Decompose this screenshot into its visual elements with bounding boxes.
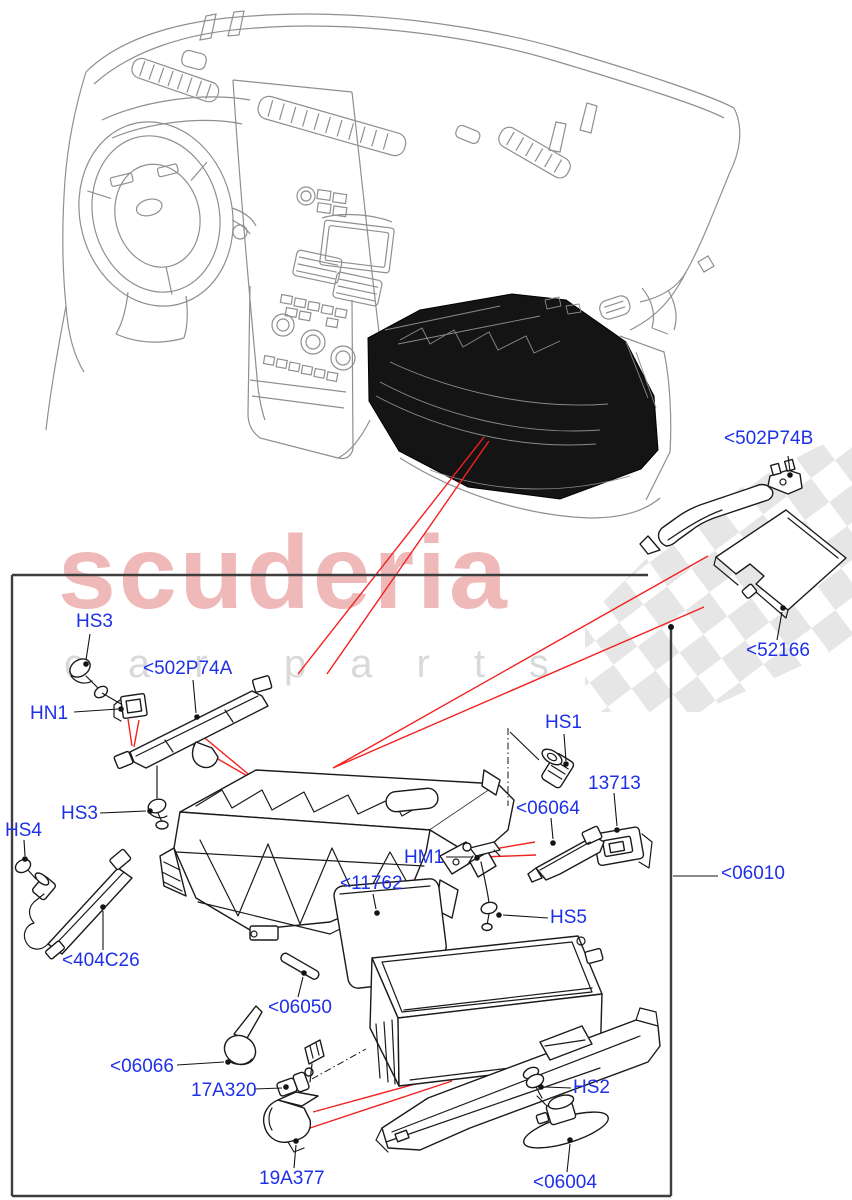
part-label-502p74a[interactable]: <502P74A	[143, 658, 233, 679]
dashboard-sketch	[45, 10, 741, 519]
part-striker-13713	[593, 826, 653, 869]
part-label-502p74b[interactable]: <502P74B	[724, 428, 814, 449]
part-screw-hs2	[522, 1066, 554, 1113]
part-label-11762[interactable]: <11762	[340, 873, 403, 894]
part-clip-nut-hn1	[113, 693, 148, 722]
part-label-hs2[interactable]: HS2	[573, 1077, 610, 1098]
watermark-word-parts: parts	[284, 642, 593, 686]
part-label-19a377[interactable]: 19A377	[259, 1168, 325, 1189]
part-screw-hs5	[480, 861, 498, 932]
part-label-hn1[interactable]: HN1	[30, 703, 69, 724]
watermark-flag-pattern	[585, 432, 852, 712]
part-label-17a320[interactable]: 17A320	[191, 1080, 257, 1101]
watermark-brand: scuderia	[58, 515, 510, 631]
part-label-404c26[interactable]: <404C26	[62, 950, 140, 971]
part-label-hm1[interactable]: HM1	[404, 847, 445, 868]
part-clip-hm1	[462, 841, 501, 865]
part-label-hs3-lower[interactable]: HS3	[61, 803, 98, 824]
part-label-06066[interactable]: <06066	[110, 1056, 174, 1077]
part-screw-hs1	[541, 748, 575, 789]
diagram-frame-border	[10, 573, 674, 1198]
part-label-hs5[interactable]: HS5	[550, 907, 587, 928]
part-strip-06050	[280, 952, 320, 980]
part-module-52166	[713, 509, 847, 619]
part-label-06010[interactable]: <06010	[721, 863, 785, 884]
part-label-hs4[interactable]: HS4	[5, 820, 42, 841]
part-label-52166[interactable]: <52166	[746, 640, 810, 661]
part-bracket-06064	[527, 825, 605, 883]
part-clip-19a377	[262, 1091, 319, 1153]
part-label-06050[interactable]: <06050	[268, 997, 332, 1018]
part-label-06004[interactable]: <06004	[533, 1172, 597, 1193]
part-screw-hs4	[14, 858, 57, 901]
part-lamp-06004	[523, 1094, 609, 1149]
glovebox-assembly-art	[367, 293, 672, 501]
part-damper-06066	[223, 1005, 263, 1066]
part-screw-hs3-lower	[147, 765, 169, 830]
part-bracket-502p74a	[113, 675, 273, 770]
part-label-hs1[interactable]: HS1	[545, 712, 582, 733]
part-bracket-502p74b	[639, 458, 803, 555]
part-glovebox-door	[375, 1007, 661, 1153]
leader-lines	[22, 455, 793, 1173]
part-label-13713[interactable]: 13713	[588, 773, 641, 794]
part-label-hs3-upper[interactable]: HS3	[76, 611, 113, 632]
part-label-06064[interactable]: <06064	[516, 798, 580, 819]
part-arm-404c26	[23, 848, 133, 960]
